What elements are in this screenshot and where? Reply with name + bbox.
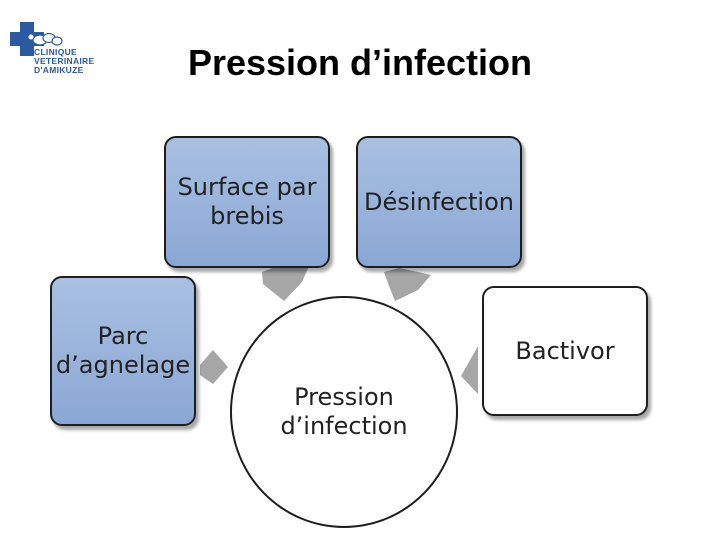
arrow-from-bactivor	[461, 346, 478, 394]
slide-title: Pression d’infection	[187, 42, 533, 83]
logo-line-1: CLINIQUE	[34, 47, 78, 57]
arrow-from-desinfection	[384, 268, 431, 301]
node-center-label: Pression d’infection	[280, 383, 408, 440]
blue-cross-with-sheep-icon	[10, 22, 63, 56]
clinic-logo: CLINIQUE VETERINAIRE D'AMIKUZE	[10, 22, 130, 82]
clinic-logo-text: CLINIQUE VETERINAIRE D'AMIKUZE	[34, 48, 94, 75]
arrow-from-parc	[200, 350, 228, 384]
logo-line-2: VETERINAIRE	[34, 56, 95, 66]
node-bactivor: Bactivor	[482, 286, 648, 416]
node-surface-label: Surface par brebis	[177, 173, 317, 230]
logo-line-3: D'AMIKUZE	[34, 65, 84, 75]
node-parc-agnelage: Parc d’agnelage	[50, 276, 196, 426]
node-pression-infection: Pression d’infection	[230, 296, 458, 528]
node-desinfection-label: Désinfection	[363, 187, 514, 216]
node-parc-label: Parc d’agnelage	[55, 322, 191, 379]
node-desinfection: Désinfection	[356, 136, 522, 268]
arrow-from-surface	[262, 266, 309, 301]
node-bactivor-label: Bactivor	[515, 336, 615, 365]
node-surface-par-brebis: Surface par brebis	[164, 136, 330, 268]
